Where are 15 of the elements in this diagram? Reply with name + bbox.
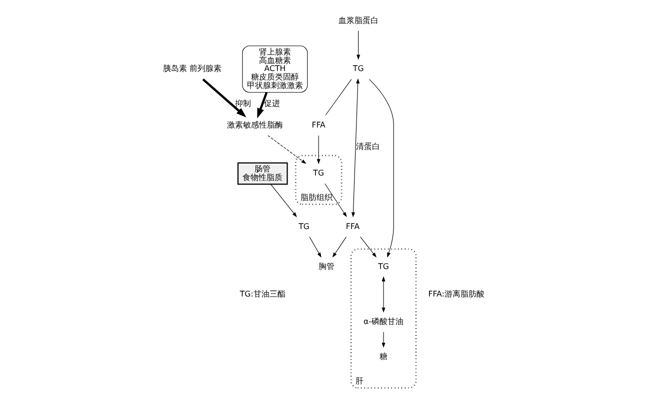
arrow bbox=[267, 135, 306, 164]
arrow bbox=[270, 184, 296, 218]
arrow bbox=[324, 183, 346, 218]
arrow bbox=[381, 332, 385, 348]
arrow bbox=[350, 78, 360, 218]
arrow bbox=[316, 135, 320, 164]
arrow bbox=[256, 92, 268, 118]
arrow bbox=[332, 236, 346, 258]
arrow bbox=[356, 30, 360, 60]
arrow bbox=[202, 78, 246, 118]
arrow bbox=[308, 236, 321, 258]
arrow bbox=[360, 236, 376, 258]
arrow bbox=[381, 276, 385, 313]
connector bbox=[324, 79, 352, 116]
arrow bbox=[368, 78, 394, 258]
